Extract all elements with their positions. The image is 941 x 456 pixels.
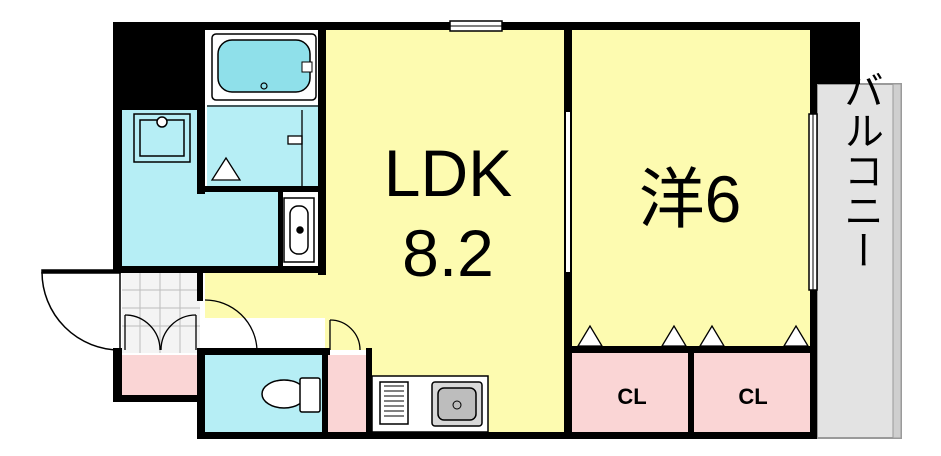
wall-closet-left [564,346,572,436]
balcony [816,83,902,439]
wall-block-left [113,22,205,110]
wash-fixtures [207,105,318,186]
walls [113,22,860,439]
closet-right-label: CL [738,384,767,409]
wall-toilet-top [197,348,330,355]
wall-top [205,22,860,30]
bathtub [211,33,317,101]
vanity-sink [283,197,315,263]
kitchen-counter [371,375,489,433]
wall-bottom-left [113,395,205,402]
kitchen-storage [325,355,370,432]
wall-wash-inner [197,110,205,194]
bath-faucet-icon [301,61,313,73]
western-room [570,30,810,350]
wall-sink-left [278,192,283,268]
washroom-lower [204,190,282,270]
hall-door [204,299,258,351]
wall-left-lower [113,348,122,398]
wall-bath-right [318,30,326,275]
toilet [261,377,321,413]
stove-icon [379,381,409,425]
balcony-railing [892,83,902,439]
ldk-name-label: LDK [384,136,512,210]
ldk-room [205,30,567,432]
wall-right-upper [810,84,817,114]
shoe-storage [122,355,200,395]
wall-wash-inner-h [197,186,322,192]
wall-block-right [810,22,860,84]
wall-bottom [197,432,817,439]
shower-faucet-icon [287,135,303,145]
wall-right-lower [810,290,817,438]
entrance-tiles [122,273,200,353]
washing-machine-pan [133,113,191,163]
closet-left-label: CL [617,384,646,409]
wall-wash-bottom [120,266,325,273]
wall-toilet-left [197,350,205,439]
closet-doors [576,324,810,347]
wall-toilet-right [322,348,328,438]
wall-entrance-inner [197,273,203,301]
shoe-cabinet-doors [124,314,197,351]
closet-right-area [694,353,810,432]
western-room-label: 洋6 [639,162,742,236]
wall-left [113,110,122,270]
balcony-area [816,83,902,439]
closet-left-area [572,353,688,432]
entrance-door [41,269,121,351]
ldk-size-label: 8.2 [402,216,494,290]
toilet-door [329,319,361,351]
sliding-door-partition [566,112,570,272]
wall-kitchen-storage [366,348,372,438]
entrance-floor [122,273,200,353]
balcony-label: バルコニー [837,70,883,270]
wall-closet-mid [688,346,694,436]
